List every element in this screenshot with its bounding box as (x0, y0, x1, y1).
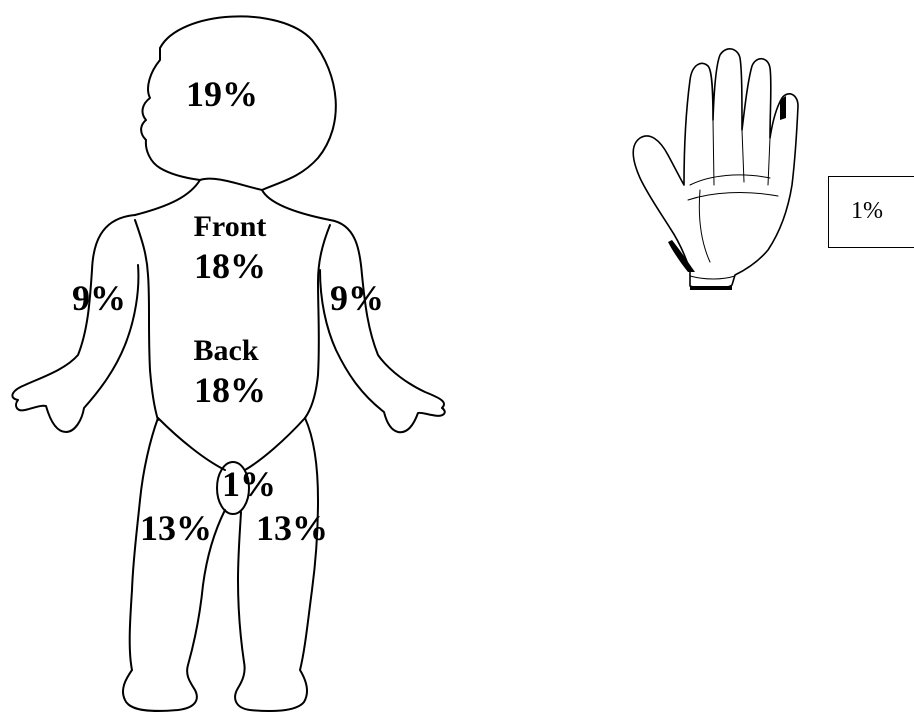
hand-shadow (780, 96, 786, 120)
right-arm-percentage: 9% (330, 280, 384, 316)
front-label: Front (194, 212, 267, 242)
left-arm-percentage: 9% (72, 280, 126, 316)
hand-percentage: 1% (851, 199, 883, 223)
hand-percentage-box: 1% (828, 176, 914, 248)
left-leg-percentage: 13% (140, 510, 212, 546)
head-percentage: 19% (186, 76, 258, 112)
right-leg-percentage: 13% (256, 510, 328, 546)
genital-percentage: 1% (222, 466, 276, 502)
back-percentage: 18% (194, 372, 266, 408)
front-percentage: 18% (194, 248, 266, 284)
hand-outline (633, 49, 798, 289)
hand-shadow (690, 286, 732, 290)
back-label: Back (193, 336, 258, 366)
